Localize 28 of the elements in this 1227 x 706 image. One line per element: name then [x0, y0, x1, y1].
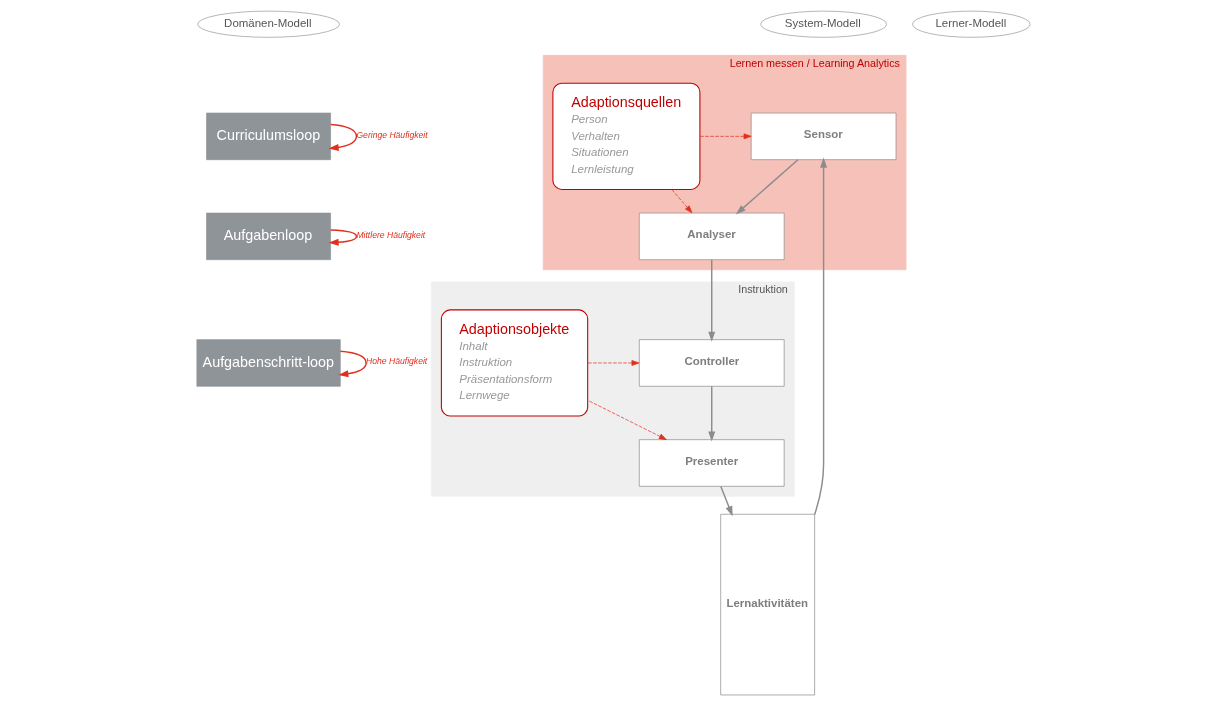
arrow [699, 133, 752, 140]
node-ellipse: Lerner-Modell [912, 10, 1031, 38]
edge-label: Hohe Häufigkeit [366, 356, 428, 367]
arrow [587, 399, 667, 440]
node-ellipse: System-Modell [760, 10, 887, 38]
node-box: Adaptionsquellen Person Verhalten Situationen Lernleistung [552, 82, 701, 190]
node-box: Sensor [750, 112, 897, 160]
arrow [813, 157, 828, 516]
node-ellipse: Domänen-Modell [197, 10, 340, 38]
node-box: Controller [638, 339, 785, 387]
arrow [708, 259, 716, 342]
node-box: Analyser [638, 212, 785, 261]
edge-label: Geringe Häufigkeit [356, 129, 428, 140]
arrow [720, 485, 733, 517]
node-box: Lernaktivitäten [720, 513, 815, 696]
node-box: Aufgabenloop [206, 212, 331, 261]
arrow [735, 159, 799, 215]
edge-label: Mittlere Häufigkeit [356, 229, 426, 240]
node-box: Adaptionsobjekte Inhalt Instruktion Präsentationsform Lernwege [440, 309, 589, 417]
arrow [587, 360, 640, 366]
node-box: Presenter [638, 439, 785, 487]
node-box: Curriculumsloop [206, 112, 331, 160]
arrow [328, 229, 358, 246]
arrow [338, 350, 367, 378]
arrow [708, 385, 716, 442]
node-box: Aufgabenschritt-loop [196, 339, 341, 387]
arrow [671, 189, 693, 214]
arrow [328, 123, 358, 151]
